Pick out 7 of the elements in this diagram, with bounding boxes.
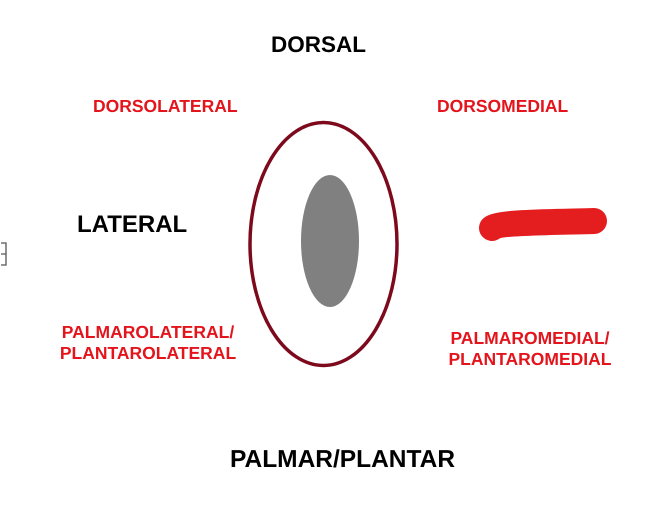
orientation-label: DORSOLATERAL xyxy=(93,96,238,117)
orientation-label: PALMAROLATERAL/ PLANTAROLATERAL xyxy=(58,322,238,364)
direction-heading: LATERAL xyxy=(77,211,188,239)
orientation-label: DORSOMEDIAL xyxy=(437,96,568,117)
direction-heading: DORSAL xyxy=(271,32,366,58)
direction-heading: PALMAR/PLANTAR xyxy=(230,446,456,474)
orientation-label: PALMAROMEDIAL/ PLANTAROMEDIAL xyxy=(448,328,612,370)
